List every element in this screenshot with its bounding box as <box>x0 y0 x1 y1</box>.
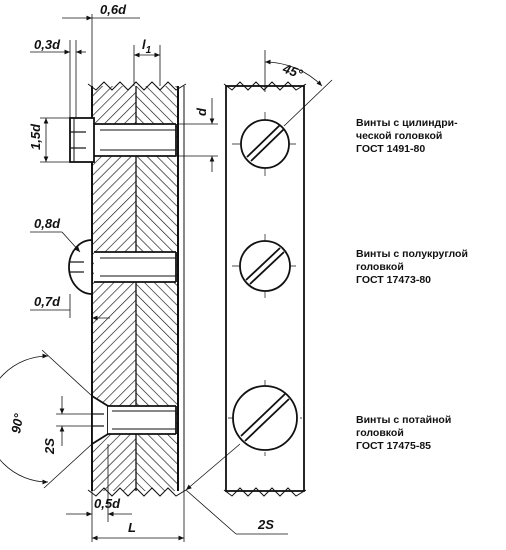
caption-line: ГОСТ 17473-80 <box>356 274 432 286</box>
dim-0-3d: 0,3d <box>34 37 61 52</box>
dim-L: L <box>128 520 136 535</box>
caption-line: ГОСТ 1491-80 <box>356 143 426 155</box>
dim-2s-slot: 2S <box>257 517 274 532</box>
dim-1-5d: 1,5d <box>28 123 43 150</box>
screw-cylindrical-section <box>69 117 177 163</box>
screw-head-countersunk <box>232 385 298 451</box>
dim-l1: l1 <box>142 37 152 56</box>
section-view <box>68 81 187 497</box>
caption-line: ческой головкой <box>356 130 443 142</box>
dim-0-8d: 0,8d <box>34 216 61 231</box>
caption-cylindrical-head: Винты с цилиндри- ческой головкой ГОСТ 1… <box>356 117 506 156</box>
dim-0-7d: 0,7d <box>34 294 61 309</box>
dim-0-5d: 0,5d <box>94 496 121 511</box>
caption-line: головкой <box>356 427 404 439</box>
dim-45-degree: 45° <box>280 60 305 81</box>
caption-line: Винты с потайной <box>356 414 452 426</box>
caption-countersunk-head: Винты с потайной головкой ГОСТ 17475-85 <box>356 414 506 453</box>
screw-round-section <box>68 239 177 295</box>
dim-90-degree: 90° <box>8 412 26 435</box>
caption-round-head: Винты с полукруглой головкой ГОСТ 17473-… <box>356 248 506 287</box>
screw-head-cylindrical <box>240 119 290 169</box>
caption-line: головкой <box>356 261 404 273</box>
caption-line: Винты с полукруглой <box>356 248 468 260</box>
caption-line: ГОСТ 17475-85 <box>356 440 432 452</box>
screw-head-round <box>239 240 291 292</box>
dim-d: d <box>194 107 209 116</box>
dim-2s-left: 2S <box>42 438 57 455</box>
dimension-lines <box>0 14 218 542</box>
screw-countersunk-section <box>91 394 177 446</box>
caption-line: Винты с цилиндри- <box>356 117 458 129</box>
front-view <box>185 50 333 535</box>
dim-0-6d: 0,6d <box>100 2 127 17</box>
